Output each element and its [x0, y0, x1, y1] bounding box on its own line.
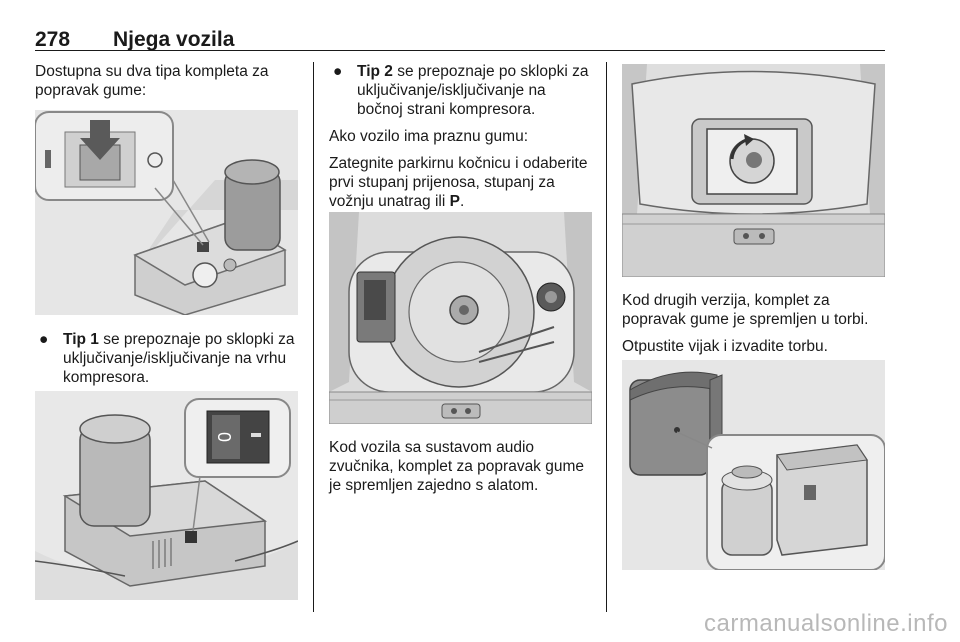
type1-term: Tip 1 — [63, 331, 99, 348]
trunk-floor-illustration — [622, 64, 885, 277]
type2-term: Tip 2 — [357, 63, 393, 80]
column-divider — [606, 62, 607, 612]
flat-tyre-paragraph: Ako vozilo ima praznu gumu: — [329, 128, 529, 145]
audio-paragraph: Kod vozila sa sustavom audio zvučnika, k… — [329, 439, 585, 494]
type2-description: se prepoznaje po sklopki za uključivanje… — [357, 63, 589, 118]
intro-paragraph: Dostupna su dva tipa kompleta za poprava… — [35, 63, 269, 99]
compressor-type1-switch-illustration: 0 — [35, 391, 298, 600]
gear-p-label: P — [449, 193, 460, 210]
page-number: 278 — [35, 28, 71, 51]
watermark: carmanualsonline.info — [704, 610, 948, 637]
page-header: 278 Njega vozila — [35, 22, 885, 51]
switch-off-symbol: 0 — [215, 432, 235, 442]
list-item: ● Tip 2 se prepoznaje po sklopki za uklj… — [333, 63, 589, 118]
column-2: ● Tip 2 se prepoznaje po sklopki za uklj… — [329, 62, 594, 219]
instruction-paragraph: Zategnite parkirnu kočnicu i odaberite p… — [329, 155, 588, 210]
trunk-spare-wheel-illustration — [329, 212, 592, 424]
release-paragraph: Otpustite vijak i izvadite torbu. — [622, 338, 828, 355]
type1-description: se prepoznaje po sklopki za uključivanje… — [63, 331, 295, 386]
audio-paragraph-block: Kod vozila sa sustavom audio zvučnika, k… — [329, 438, 594, 503]
column-1: Dostupna su dva tipa kompleta za poprava… — [35, 62, 300, 108]
bullet-type1: ● Tip 1 se prepoznaje po sklopki za uklj… — [35, 330, 300, 395]
other-versions-paragraph: Kod drugih verzija, komplet za popravak … — [622, 292, 869, 328]
column-divider — [313, 62, 314, 612]
section-title: Njega vozila — [113, 28, 235, 51]
compressor-type1-illustration — [35, 110, 298, 315]
list-item: ● Tip 1 se prepoznaje po sklopki za uklj… — [39, 331, 295, 386]
repair-bag-illustration — [622, 360, 885, 570]
column-3-text: Kod drugih verzija, komplet za popravak … — [622, 291, 887, 364]
